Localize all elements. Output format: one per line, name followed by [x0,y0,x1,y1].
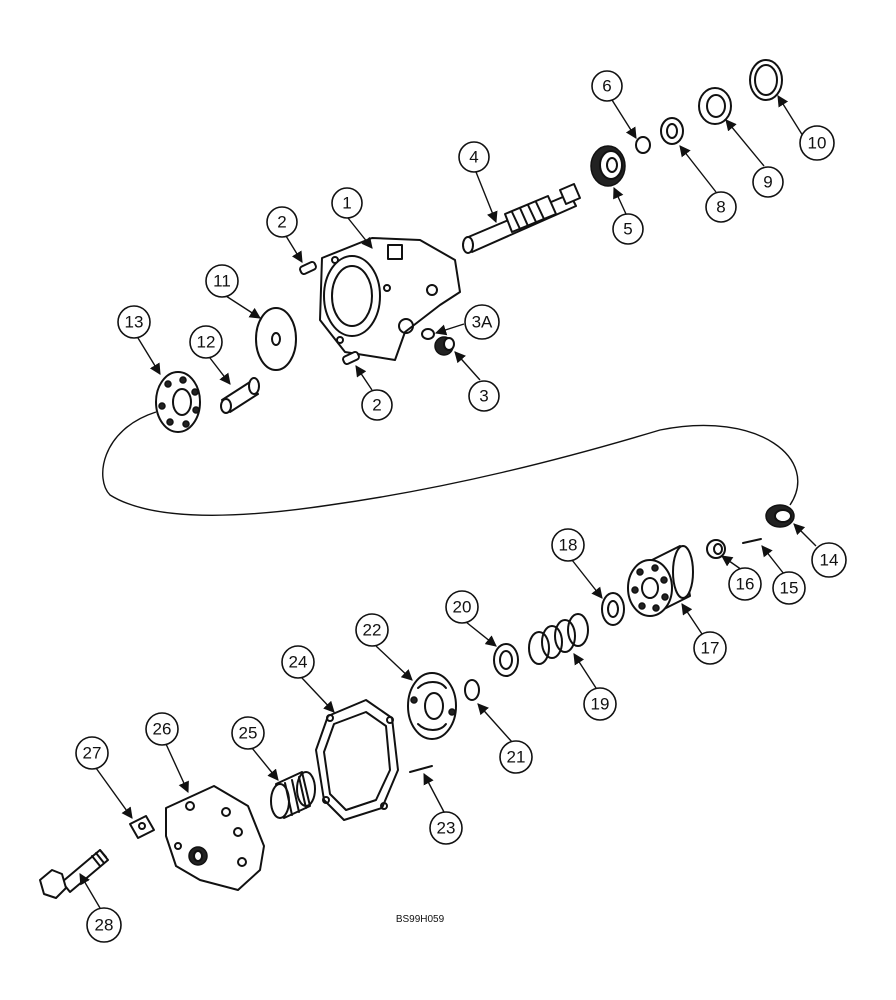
needle-bearing-part [270,771,316,819]
svg-text:9: 9 [763,173,772,192]
svg-text:20: 20 [453,598,472,617]
svg-text:3: 3 [479,387,488,406]
port-plate-part [407,672,457,740]
svg-text:2: 2 [372,396,381,415]
thrust-washer-part [255,307,297,371]
callout-8: 8 [705,191,737,223]
retaining-ring-part [635,136,651,154]
svg-text:4: 4 [469,148,478,167]
drawing-code: BS99H059 [396,914,445,925]
svg-text:12: 12 [197,333,216,352]
svg-text:15: 15 [780,579,799,598]
svg-text:14: 14 [820,551,839,570]
callout-5: 5 [612,213,644,245]
alignment-pin-part [409,765,433,773]
svg-text:22: 22 [363,621,382,640]
callout-4: 4 [458,141,490,173]
callout-17: 17 [693,631,727,665]
ring-part [706,539,726,559]
svg-text:3A: 3A [472,313,493,332]
svg-text:27: 27 [83,744,102,763]
snap-ring-part [749,59,783,101]
callout-3: 3 [468,380,500,412]
svg-text:24: 24 [289,653,308,672]
seal-part [698,87,732,125]
housing-part [319,237,461,361]
callout-22: 22 [355,613,389,647]
callout-2-lower: 2 [361,389,393,421]
plug-part [434,336,455,356]
assembly-connector-line [102,411,799,516]
callout-15: 15 [772,571,806,605]
callout-21: 21 [499,740,533,774]
svg-text:26: 26 [153,720,172,739]
svg-text:1: 1 [342,194,351,213]
leader-lines [79,95,817,909]
spacer-part [660,117,684,145]
svg-text:19: 19 [591,695,610,714]
callout-14: 14 [811,542,847,578]
o-ring-part [421,328,435,340]
spring-washer-part [601,592,625,626]
svg-text:18: 18 [559,536,578,555]
callout-25: 25 [231,716,265,750]
callout-11: 11 [205,264,239,298]
callout-20: 20 [445,590,479,624]
cylinder-block-part [627,545,694,617]
callout-13: 13 [117,305,151,339]
roll-pin-part [742,538,762,544]
callout-23: 23 [429,811,463,845]
spacer-washer-part [493,643,519,677]
callout-27: 27 [75,736,109,770]
svg-text:2: 2 [277,213,286,232]
callout-12: 12 [189,325,223,359]
coil-spring-part [528,613,589,665]
callout-19: 19 [583,687,617,721]
svg-text:11: 11 [213,272,231,291]
callout-6: 6 [591,70,623,102]
callout-3a: 3A [464,304,500,340]
drive-shaft-part [462,183,581,254]
svg-text:23: 23 [437,819,456,838]
svg-text:17: 17 [701,639,720,658]
callout-18: 18 [551,528,585,562]
end-cover-part [165,785,265,891]
callout-9: 9 [752,166,784,198]
callout-16: 16 [728,567,762,601]
callout-2-upper: 2 [266,206,298,238]
lock-plate-part [129,815,155,839]
swash-plate-part [155,371,201,433]
svg-text:10: 10 [808,134,827,153]
svg-text:5: 5 [623,220,632,239]
callout-1: 1 [331,187,363,219]
dowel-pin-lower [342,350,360,366]
dowel-pin-upper [299,260,317,276]
svg-text:8: 8 [716,198,725,217]
svg-text:28: 28 [95,916,114,935]
svg-text:16: 16 [736,575,755,594]
gasket-part [315,699,399,821]
ball-bearing-part [590,145,626,187]
callout-24: 24 [281,645,315,679]
bushing-part [765,504,795,528]
svg-text:6: 6 [602,77,611,96]
svg-text:21: 21 [507,748,526,767]
callout-28: 28 [86,907,122,943]
cap-screw-part [39,849,109,899]
svg-text:13: 13 [125,313,144,332]
svg-text:25: 25 [239,724,258,743]
swash-pin-part [220,377,260,414]
retainer-ring-part [464,679,480,701]
callout-10: 10 [799,125,835,161]
callout-26: 26 [145,712,179,746]
